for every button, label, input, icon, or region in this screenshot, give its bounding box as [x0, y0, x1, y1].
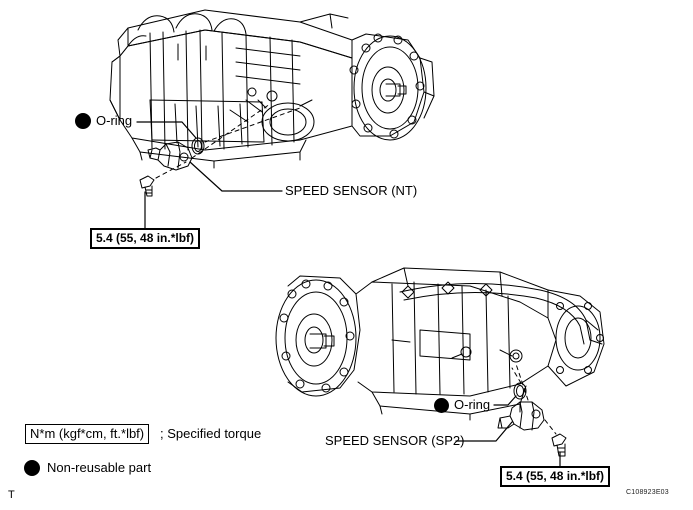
torque-spec-lower: 5.4 (55, 48 in.*lbf) — [500, 466, 611, 487]
leader-speed-sensor-nt — [189, 161, 283, 192]
torque-spec-upper: 5.4 (55, 48 in.*lbf) — [90, 228, 201, 249]
non-reusable-bullet — [24, 460, 40, 476]
upper-assembly-axis-o-ring — [204, 107, 301, 143]
upper-assembly-axis-sensor — [191, 103, 271, 159]
page-mark-t: T — [8, 489, 15, 501]
lower-sensor-body — [509, 401, 545, 431]
speed-sensor-sp2-label: SPEED SENSOR (SP2) — [325, 433, 465, 448]
upper-assembly-axis-bolt — [155, 161, 187, 179]
legend-torque-unit-box: N*m (kgf*cm, ft.*lbf) — [25, 424, 150, 444]
legend-torque-unit-suffix: ; Specified torque — [160, 426, 262, 441]
o-ring-label-upper: O-ring — [96, 113, 133, 128]
o-ring-bullet-lower — [434, 398, 449, 413]
lower-assembly-axis-o-ring — [511, 367, 522, 384]
lower-o-ring-part — [513, 382, 527, 400]
leader-lower-o-ring — [493, 395, 517, 406]
o-ring-label-lower: O-ring — [454, 397, 491, 412]
leader-upper-o-ring — [136, 121, 197, 139]
upper-bolt-head — [139, 175, 155, 189]
upper-o-ring-part — [191, 137, 205, 155]
sheet-code: C108923E03 — [626, 489, 669, 496]
leader-speed-sensor-sp2 — [455, 421, 513, 442]
legend-non-reusable-label: Non-reusable part — [47, 460, 152, 475]
lower-assembly-axis-bolt — [544, 419, 557, 435]
speed-sensor-nt-label: SPEED SENSOR (NT) — [285, 183, 418, 198]
o-ring-bullet-upper — [75, 113, 91, 129]
lower-bolt-head — [551, 433, 567, 447]
lower-assembly-axis-sensor — [515, 363, 529, 401]
